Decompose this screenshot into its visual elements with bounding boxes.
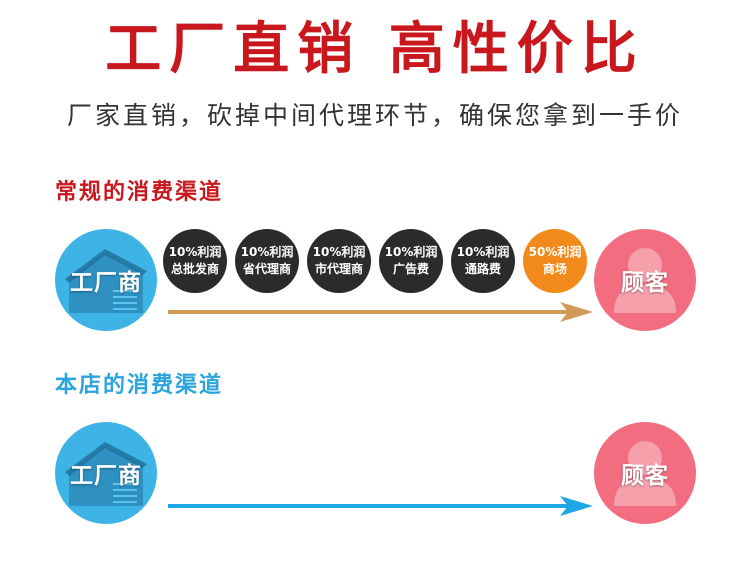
pill-name: 总批发商 (170, 262, 219, 276)
intermediary-provincial-agent: 10%利润 省代理商 (235, 229, 299, 293)
warehouse-icon (65, 442, 147, 506)
person-icon (614, 248, 676, 313)
section-title-direct: 本店的消费渠道 (55, 373, 224, 398)
pill-name: 广告费 (392, 262, 429, 276)
intermediary-city-agent: 10%利润 市代理商 (307, 229, 371, 293)
page-title: 工厂直销 高性价比 (105, 17, 645, 82)
pill-profit: 50%利润 (528, 245, 582, 259)
person-icon (614, 441, 676, 506)
pill-profit: 10%利润 (384, 245, 438, 259)
pill-name: 通路费 (464, 262, 501, 276)
customer-label: 顾客 (621, 270, 669, 296)
factory-label: 工厂商 (70, 270, 142, 296)
pill-profit: 10%利润 (312, 245, 366, 259)
factory-node: 工厂商 (55, 422, 157, 524)
pill-name: 省代理商 (242, 262, 291, 276)
pill-name: 商场 (542, 262, 567, 276)
intermediary-mall: 50%利润 商场 (523, 229, 587, 293)
section-title-conventional: 常规的消费渠道 (55, 180, 224, 205)
page-subtitle: 厂家直销，砍掉中间代理环节，确保您拿到一手价 (66, 101, 683, 130)
intermediary-advertising: 10%利润 广告费 (379, 229, 443, 293)
arrow-blue-icon (168, 496, 593, 516)
pill-name: 市代理商 (314, 262, 363, 276)
pill-profit: 10%利润 (168, 245, 222, 259)
customer-node: 顾客 (594, 229, 696, 331)
customer-label: 顾客 (621, 463, 669, 489)
arrow-gold-icon (168, 302, 593, 322)
factory-node: 工厂商 (55, 229, 157, 331)
intermediary-channel-fee: 10%利润 通路费 (451, 229, 515, 293)
factory-label: 工厂商 (70, 463, 142, 489)
pill-profit: 10%利润 (456, 245, 510, 259)
warehouse-icon (65, 249, 147, 313)
intermediary-wholesaler: 10%利润 总批发商 (163, 229, 227, 293)
pill-profit: 10%利润 (240, 245, 294, 259)
customer-node: 顾客 (594, 422, 696, 524)
